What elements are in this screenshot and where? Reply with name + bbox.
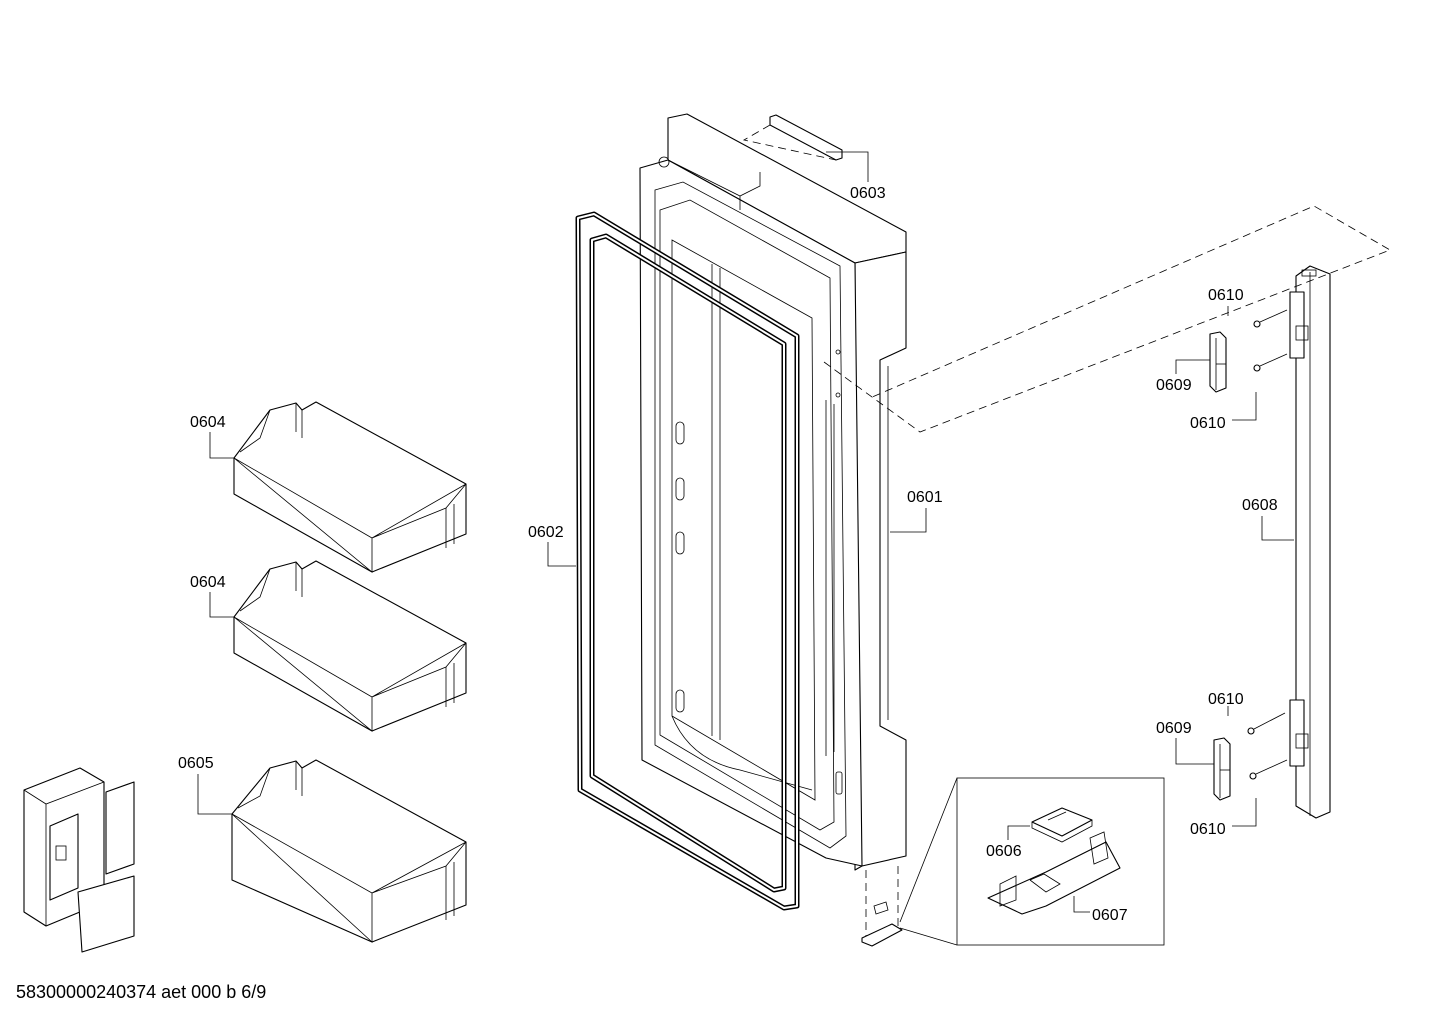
label-0605: 0605 [178,755,214,772]
door-shelf-0604-middle [233,560,467,732]
screws-0610 [1247,309,1288,780]
label-0610-b: 0610 [1190,415,1226,432]
leader-lines [197,151,1294,913]
label-0603: 0603 [850,185,886,202]
hinge-detail-box [899,777,1165,946]
label-0604-middle: 0604 [190,574,226,591]
door-shelf-0605-bottom [231,759,467,943]
label-0610-c: 0610 [1208,691,1244,708]
top-strip-dash-line [742,124,837,161]
assembly-dash-line [823,205,1391,433]
hinge-rail-0608 [1289,265,1331,819]
hinge-cover-0606 [1031,807,1093,843]
door-shelf-0604-top [233,401,467,573]
drawing-reference-footer: 58300000240374 aet 000 b 6/9 [16,982,266,1002]
hinge-block-0607 [987,831,1121,915]
label-0601: 0601 [907,489,943,506]
door-body-0601 [639,113,907,871]
clip-0609-upper [1209,331,1227,393]
label-0609-lower: 0609 [1156,720,1192,737]
label-0606: 0606 [986,843,1022,860]
clip-0609-lower [1213,737,1231,801]
label-0610-d: 0610 [1190,821,1226,838]
label-0610-a: 0610 [1208,287,1244,304]
label-0604-top: 0604 [190,414,226,431]
label-0609-upper: 0609 [1156,377,1192,394]
label-0607: 0607 [1092,907,1128,924]
door-gasket-0602 [575,211,800,911]
label-0602: 0602 [528,524,564,541]
appliance-thumbnail [23,767,135,953]
label-0608: 0608 [1242,497,1278,514]
door-hinge-small [861,866,903,947]
part-labels: 0603 0601 0602 0604 0604 0605 0606 0607 … [178,185,1278,924]
